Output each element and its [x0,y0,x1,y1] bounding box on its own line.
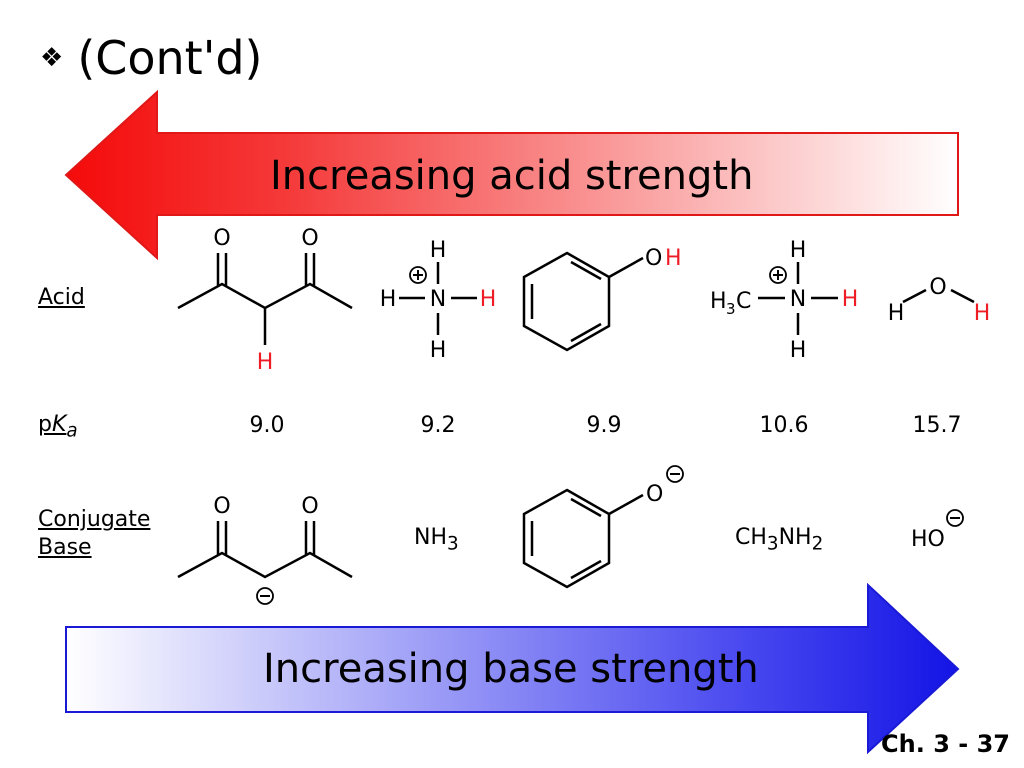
svg-text:O: O [213,226,230,251]
svg-text:O: O [213,494,230,519]
acidic-hydrogen: H [257,350,274,375]
svg-text:3: 3 [726,300,736,318]
ammonia-formula: NH3 [414,525,459,555]
methylammonium-structure: H 3 C H N H H [710,238,858,363]
title-text: (Cont'd) [77,31,263,85]
acetylacetone-structure: O O H [177,226,353,375]
negative-charge-icon [666,465,684,483]
hydroxide-charge [946,509,964,527]
negative-charge-icon [946,509,964,527]
svg-text:N: N [430,287,446,312]
svg-text:C: C [736,289,751,314]
acid-arrow-label: Increasing acid strength [270,153,754,199]
slide-title: ❖ (Cont'd) [40,28,263,88]
svg-text:H: H [710,289,727,314]
acidic-hydrogen: H [665,246,682,271]
acidic-hydrogen: H [480,287,497,312]
slide-number: Ch. 3 - 37 [881,730,1010,758]
svg-text:N: N [790,287,806,312]
positive-charge-icon [769,266,787,284]
svg-text:H: H [430,338,447,363]
hydroxide-formula: HO [911,527,945,552]
svg-text:H: H [380,287,397,312]
negative-charge-icon [256,587,274,605]
pka-value: 9.9 [586,413,622,438]
water-structure: H O H [888,275,991,326]
pka-value: 10.6 [759,413,809,438]
pka-value: 15.7 [912,413,962,438]
svg-text:H: H [430,238,447,263]
ammonium-structure: H N H H H [380,238,497,363]
base-arrow-label: Increasing base strength [263,646,759,692]
svg-text:O: O [646,482,663,507]
svg-text:O: O [301,494,318,519]
svg-text:O: O [645,246,662,271]
diamond-bullet-icon: ❖ [40,43,64,73]
svg-text:O: O [929,275,946,300]
base-strength-arrow [65,582,960,755]
svg-text:H: H [888,301,905,326]
acidic-hydrogen: H [842,287,859,312]
acetylacetonate-structure: O O [177,494,353,605]
pka-row-label: pKa [38,412,78,442]
phenoxide-structure: O [522,465,684,589]
svg-text:H: H [790,338,807,363]
svg-text:H: H [790,238,807,263]
methylamine-formula: CH3NH2 [735,525,824,555]
acidic-hydrogen: H [974,301,991,326]
pka-value: 9.0 [249,413,285,438]
phenol-structure: O H [522,246,682,352]
svg-text:O: O [301,226,318,251]
pka-value: 9.2 [420,413,456,438]
acid-strength-arrow [64,89,959,261]
positive-charge-icon [409,266,427,284]
acid-row-label: Acid [38,285,85,310]
